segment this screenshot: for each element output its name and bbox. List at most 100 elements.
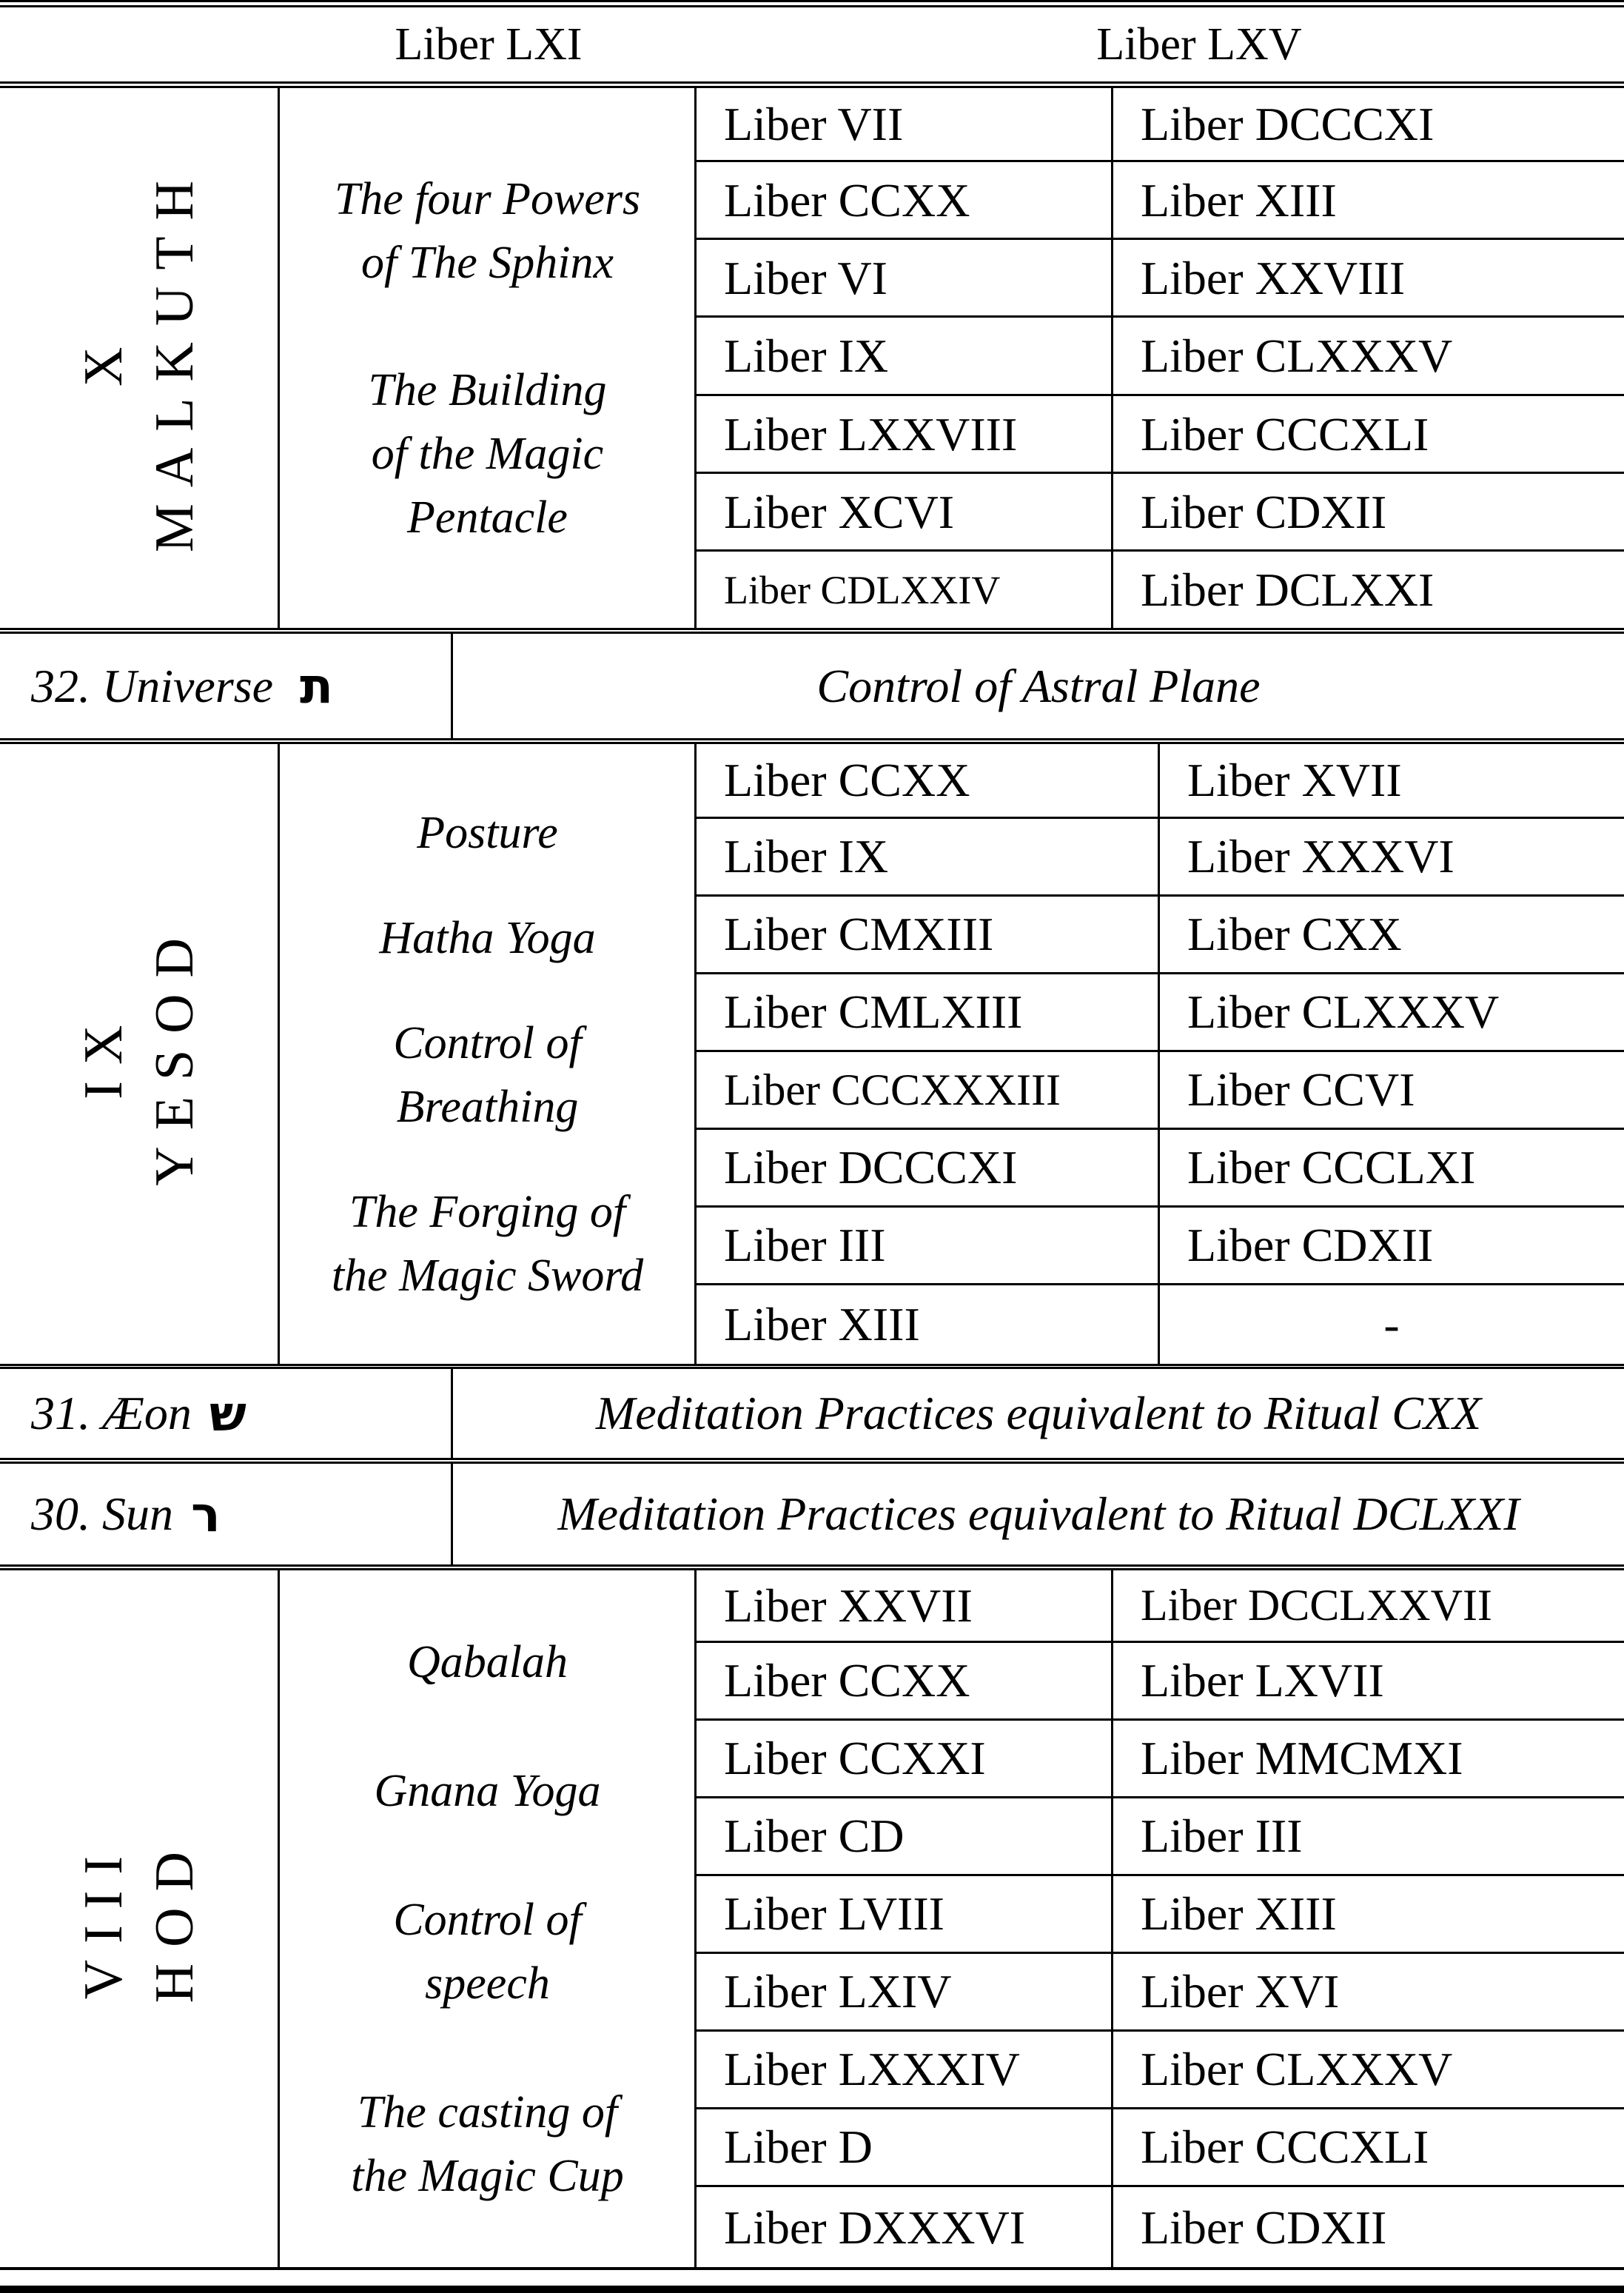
column-divider — [1111, 1570, 1113, 2268]
liber-cell: Liber IX — [724, 329, 889, 382]
sephira-hod: VIII HOD — [0, 1570, 278, 2268]
row-line — [695, 2107, 1624, 2109]
liber-cell: Liber CD — [724, 1810, 905, 1862]
liber-cell: Liber VI — [724, 251, 888, 304]
practice-line: of The Sphinx — [361, 237, 614, 288]
liber-cell: Liber CLXXXV — [1141, 2043, 1453, 2095]
liber-cell: Liber XXVIII — [1141, 251, 1406, 304]
divider — [0, 86, 1624, 88]
top-border-inner — [0, 5, 1624, 7]
row-line — [695, 315, 1624, 318]
path-30-practice: Meditation Practices equivalent to Ritua… — [557, 1487, 1520, 1540]
path-31-practice: Meditation Practices equivalent to Ritua… — [595, 1387, 1482, 1439]
row-line — [695, 817, 1624, 819]
spacer — [351, 1694, 624, 1759]
row-line — [695, 1874, 1624, 1876]
liber-cell: Liber LXXVIII — [724, 407, 1018, 461]
hebrew-letter-tav-icon: ת — [300, 657, 334, 714]
liber-cell: Liber III — [1141, 1810, 1303, 1862]
column-divider — [1111, 88, 1113, 628]
row-line — [695, 1641, 1624, 1643]
practice-line: The Building — [368, 364, 607, 415]
practice-line: Breathing — [396, 1081, 579, 1132]
hebrew-letter-resh-icon: ר — [191, 1485, 221, 1543]
liber-cell: Liber XIII — [1141, 1887, 1337, 1940]
practice-line: Control of — [393, 1895, 582, 1945]
liber-cell: Liber DCLXXI — [1141, 563, 1435, 616]
sephira-yesod: IX YESOD — [0, 744, 278, 1364]
liber-cell: Liber DCCCXI — [724, 1141, 1018, 1194]
divider — [0, 738, 1624, 740]
row-line — [695, 1050, 1624, 1052]
row-line — [695, 160, 1624, 162]
sephira-malkuth: X MALKUTH — [0, 88, 278, 628]
column-divider — [694, 88, 697, 628]
hod-practices: Qabalah Gnana Yoga Control of speech The… — [280, 1570, 695, 2268]
liber-cell: Liber XIII — [1141, 173, 1337, 227]
practice-line: the Magic Cup — [351, 2151, 624, 2201]
practice-line: The casting of — [357, 2087, 618, 2138]
liber-cell: Liber CXX — [1187, 908, 1402, 960]
column-divider — [694, 744, 697, 1364]
sephira-name: YESOD — [144, 922, 205, 1186]
practice-line: The four Powers — [334, 173, 641, 224]
liber-cell: Liber CDXII — [1141, 485, 1387, 538]
top-border-outer — [0, 0, 1624, 2]
liber-cell: Liber XVII — [1187, 754, 1402, 806]
bottom-border-thick — [0, 2286, 1624, 2293]
liber-cell: Liber CMLXIII — [724, 985, 1023, 1038]
liber-cell: Liber CCCLXI — [1187, 1141, 1476, 1194]
divider — [0, 632, 1624, 634]
row-line — [695, 1952, 1624, 1954]
header-liber-lxv: Liber LXV — [1096, 19, 1302, 70]
path-32-label: 32. Universe ת — [0, 634, 451, 738]
sephira-name: HOD — [144, 1835, 205, 2004]
liber-cell: Liber DXXXVI — [724, 2200, 1025, 2254]
spacer — [351, 1823, 624, 1888]
liber-cell: Liber CDLXXIV — [724, 567, 1001, 612]
liber-cell: Liber CCXXI — [724, 1732, 986, 1784]
column-divider — [1158, 744, 1160, 1364]
liber-cell: Liber CCXX — [724, 1654, 970, 1707]
spacer — [335, 295, 640, 358]
hebrew-letter-shin-icon: ש — [209, 1385, 246, 1442]
row-line — [695, 472, 1624, 474]
column-divider — [278, 744, 280, 1364]
liber-cell: Liber IX — [724, 830, 889, 883]
empty-cell: - — [1383, 1298, 1400, 1350]
row-line — [695, 2029, 1624, 2032]
liber-cell: Liber MMCMXI — [1141, 1732, 1463, 1784]
liber-cell: Liber CCCXLI — [1141, 407, 1429, 461]
spacer — [332, 1139, 643, 1180]
practice-line: Qabalah — [407, 1637, 568, 1687]
divider — [0, 81, 1624, 84]
liber-cell: Liber CMXIII — [724, 908, 994, 960]
row-line — [695, 1796, 1624, 1798]
practice-line: Posture — [417, 807, 558, 858]
path-30-label: 30. Sun ר — [0, 1464, 451, 1564]
practice-line: of the Magic — [371, 428, 604, 479]
divider — [0, 1367, 1624, 1369]
column-divider — [451, 634, 453, 738]
sephira-name: MALKUTH — [144, 164, 205, 552]
practice-line: speech — [425, 1958, 550, 2009]
practice-line: Pentacle — [407, 492, 568, 543]
liber-cell: Liber LVIII — [724, 1887, 944, 1940]
practice-line: Hatha Yoga — [379, 912, 596, 963]
row-line — [695, 2185, 1624, 2187]
liber-cell: Liber XVI — [1141, 1965, 1340, 2018]
row-line — [695, 1205, 1624, 1208]
bottom-border-thin — [0, 2267, 1624, 2270]
liber-cell: Liber VII — [724, 98, 904, 150]
path-name: 31. Æon — [31, 1387, 192, 1439]
practice-line: The Forging of — [349, 1186, 626, 1237]
path-32-practice: Control of Astral Plane — [816, 659, 1261, 712]
liber-cell: Liber CCVI — [1187, 1063, 1415, 1116]
divider — [0, 628, 1624, 630]
row-line — [695, 394, 1624, 396]
row-line — [695, 1283, 1624, 1285]
malkuth-practices: The four Powers of The Sphinx The Buildi… — [280, 88, 695, 628]
liber-cell: Liber LXXXIV — [724, 2043, 1020, 2095]
liber-cell: Liber XXXVI — [1187, 830, 1454, 883]
liber-cell: Liber DCCLXXVII — [1141, 1581, 1492, 1630]
